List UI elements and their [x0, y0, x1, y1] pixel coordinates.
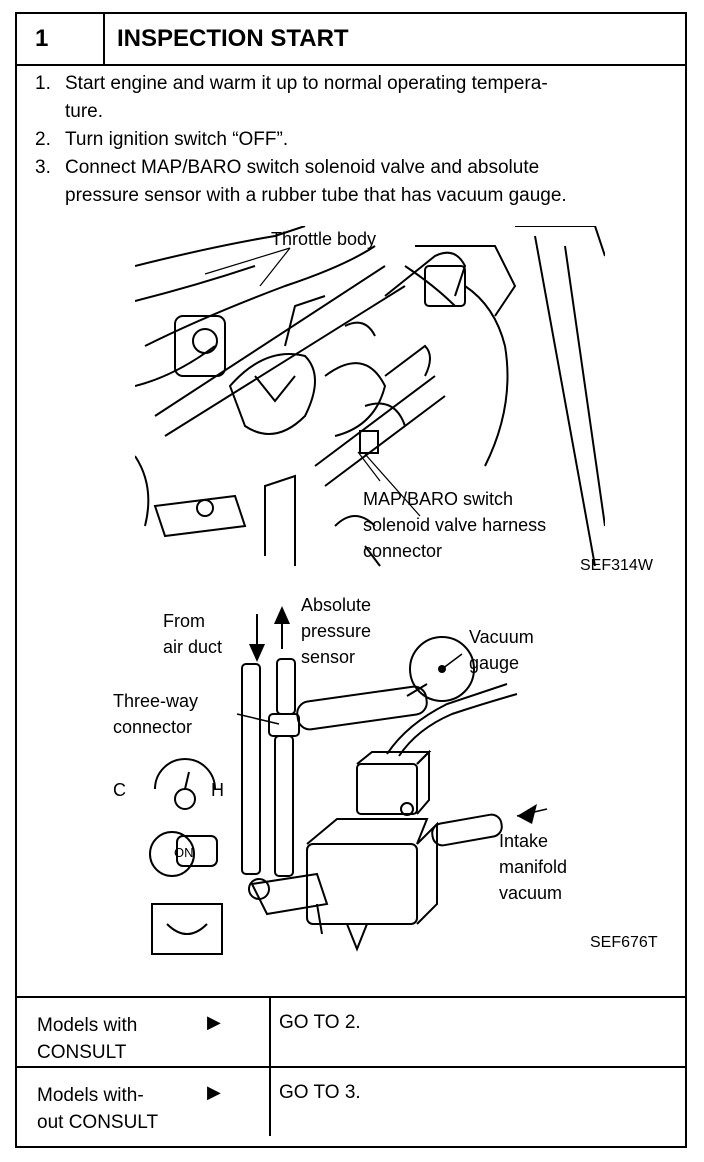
vacuum-hookup-diagram [149, 606, 548, 955]
step-num: 1. [35, 73, 51, 94]
harness-label: MAP/BARO switch [363, 489, 514, 509]
inspection-frame: 1 INSPECTION START 1. Start engine and w… [15, 12, 687, 1148]
intake-manifold-vacuum-label: manifold [499, 857, 568, 877]
from-air-duct-label: air duct [163, 637, 223, 657]
condition-text: out CONSULT [37, 1112, 159, 1133]
vacuum-gauge-label: gauge [469, 653, 520, 673]
condition-cell: Models with CONSULT [37, 1012, 187, 1066]
step-num: 2. [35, 129, 51, 150]
step-item: 3. Connect MAP/BARO switch solenoid valv… [35, 154, 675, 210]
arrow-right-icon: ▶ [207, 1012, 221, 1032]
column-divider [269, 998, 271, 1066]
figure-code: SEF676T [590, 934, 658, 951]
condition-cell: Models with- out CONSULT [37, 1082, 187, 1136]
three-way-connector-label: connector [113, 717, 193, 737]
engine-bay-illustration [135, 226, 605, 567]
harness-label: connector [363, 541, 443, 561]
column-divider [269, 1068, 271, 1136]
step-text: Turn ignition switch “OFF”. [65, 129, 289, 150]
throttle-body-label: Throttle body [271, 229, 377, 249]
from-air-duct-label: From [163, 611, 205, 631]
condition-text: Models with [37, 1015, 138, 1036]
step-number: 1 [17, 14, 105, 64]
decision-row: Models with- out CONSULT ▶ GO TO 3. [17, 1068, 685, 1136]
decision-table: Models with CONSULT ▶ GO TO 2. Models wi… [17, 996, 685, 1136]
vacuum-gauge-label: Vacuum [469, 627, 534, 647]
action-cell: GO TO 3. [279, 1082, 361, 1103]
instruction-list: 1. Start engine and warm it up to normal… [35, 70, 675, 210]
absolute-pressure-sensor-label: pressure [301, 621, 372, 641]
absolute-pressure-sensor-label: sensor [301, 647, 356, 667]
step-item: 1. Start engine and warm it up to normal… [35, 70, 675, 126]
arrow-right-icon: ▶ [207, 1082, 221, 1102]
intake-manifold-vacuum-label: Intake [499, 831, 549, 851]
absolute-pressure-sensor-label: Absolute [301, 595, 372, 615]
temp-gauge-cold-label: C [113, 780, 126, 800]
step-text-cont: pressure sensor with a rubber tube that … [65, 185, 567, 206]
step-num: 3. [35, 157, 51, 178]
step-text-cont: ture. [65, 101, 104, 122]
action-cell: GO TO 2. [279, 1012, 361, 1033]
harness-label: solenoid valve harness [363, 515, 547, 535]
condition-text: Models with- [37, 1085, 144, 1106]
step-text: Connect MAP/BARO switch solenoid valve a… [65, 157, 540, 178]
page-title: INSPECTION START [117, 25, 349, 52]
intake-manifold-vacuum-label: vacuum [499, 883, 563, 903]
step-item: 2. Turn ignition switch “OFF”. [35, 126, 675, 154]
decision-row: Models with CONSULT ▶ GO TO 2. [17, 998, 685, 1068]
header-row: 1 INSPECTION START [17, 14, 685, 66]
temp-gauge-hot-label: H [211, 780, 224, 800]
three-way-connector-label: Three-way [113, 691, 199, 711]
step-text: Start engine and warm it up to normal op… [65, 73, 548, 94]
condition-text: CONSULT [37, 1042, 127, 1063]
figure-code: SEF314W [580, 557, 653, 574]
ignition-on-label: ON [174, 845, 194, 860]
